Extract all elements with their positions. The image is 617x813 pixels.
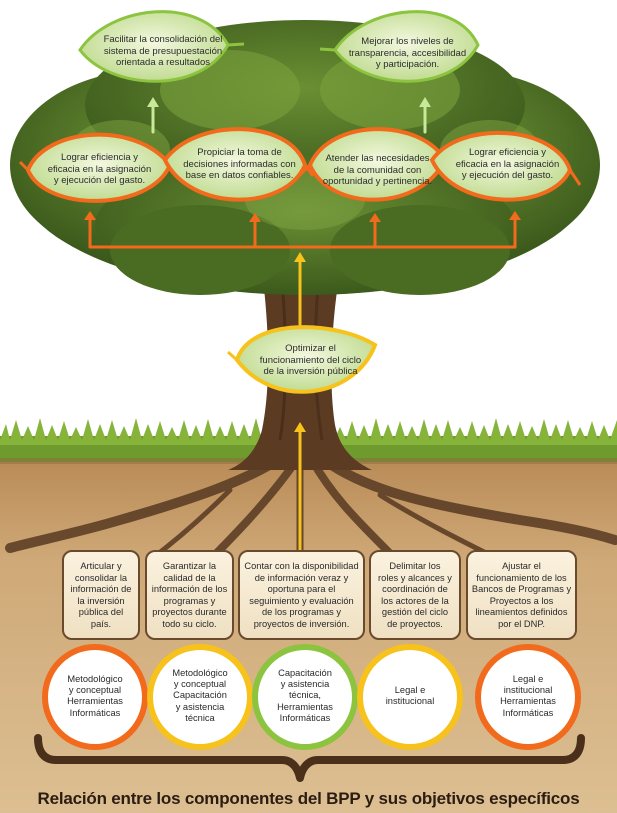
leaf-shape-top-1 [78,10,245,83]
leaf-center-text: Optimizar el funcionamiento del ciclo de… [259,343,362,377]
leaf-shape-top-2 [319,10,480,83]
root-box-1-text: Articular y consolidar la información de… [70,561,132,629]
component-1-text: Metodológico y conceptual Herramientas I… [67,674,123,718]
leaf-shape-mid-4 [429,130,582,202]
leaf-top-2-text: Mejorar los niveles de transparencia, ac… [348,36,467,70]
leaf-top-1-text: Facilitar la consolidación del sistema d… [103,34,223,68]
component-3-text: Capacitación y asistencia técnica, Herra… [277,668,333,723]
component-4-text: Legal e institucional [385,685,435,707]
root-box-5-text: Ajustar el funcionamiento de los Bancos … [471,561,572,629]
diagram-caption: Relación entre los componentes del BPP y… [37,789,580,808]
root-box-4-text: Delimitar los roles y alcances y coordin… [378,561,452,629]
root-box-shapes [62,550,577,640]
leaf-mid-2-text: Propiciar la toma de decisiones informad… [183,147,296,181]
leaf-shape-center [227,325,378,394]
leaf-mid-4-text: Lograr eficiencia y eficacia en la asign… [455,147,560,181]
tree-roots [5,450,617,584]
grouping-brace [34,734,585,782]
leaf-mid-3-text: Atender las necesidades de la comunidad … [322,153,433,187]
root-box-2-text: Garantizar la calidad de la información … [151,561,228,629]
root-box-3-text: Contar con la disponibilidad de informac… [244,561,359,629]
connector-lines [84,97,521,552]
component-2-text: Metodológico y conceptual Capacitación y… [172,668,228,723]
component-circles [42,644,581,750]
component-5-text: Legal e institucional Herramientas Infor… [500,674,556,718]
leaf-mid-1-text: Lograr eficiencia y eficacia en la asign… [47,152,152,186]
